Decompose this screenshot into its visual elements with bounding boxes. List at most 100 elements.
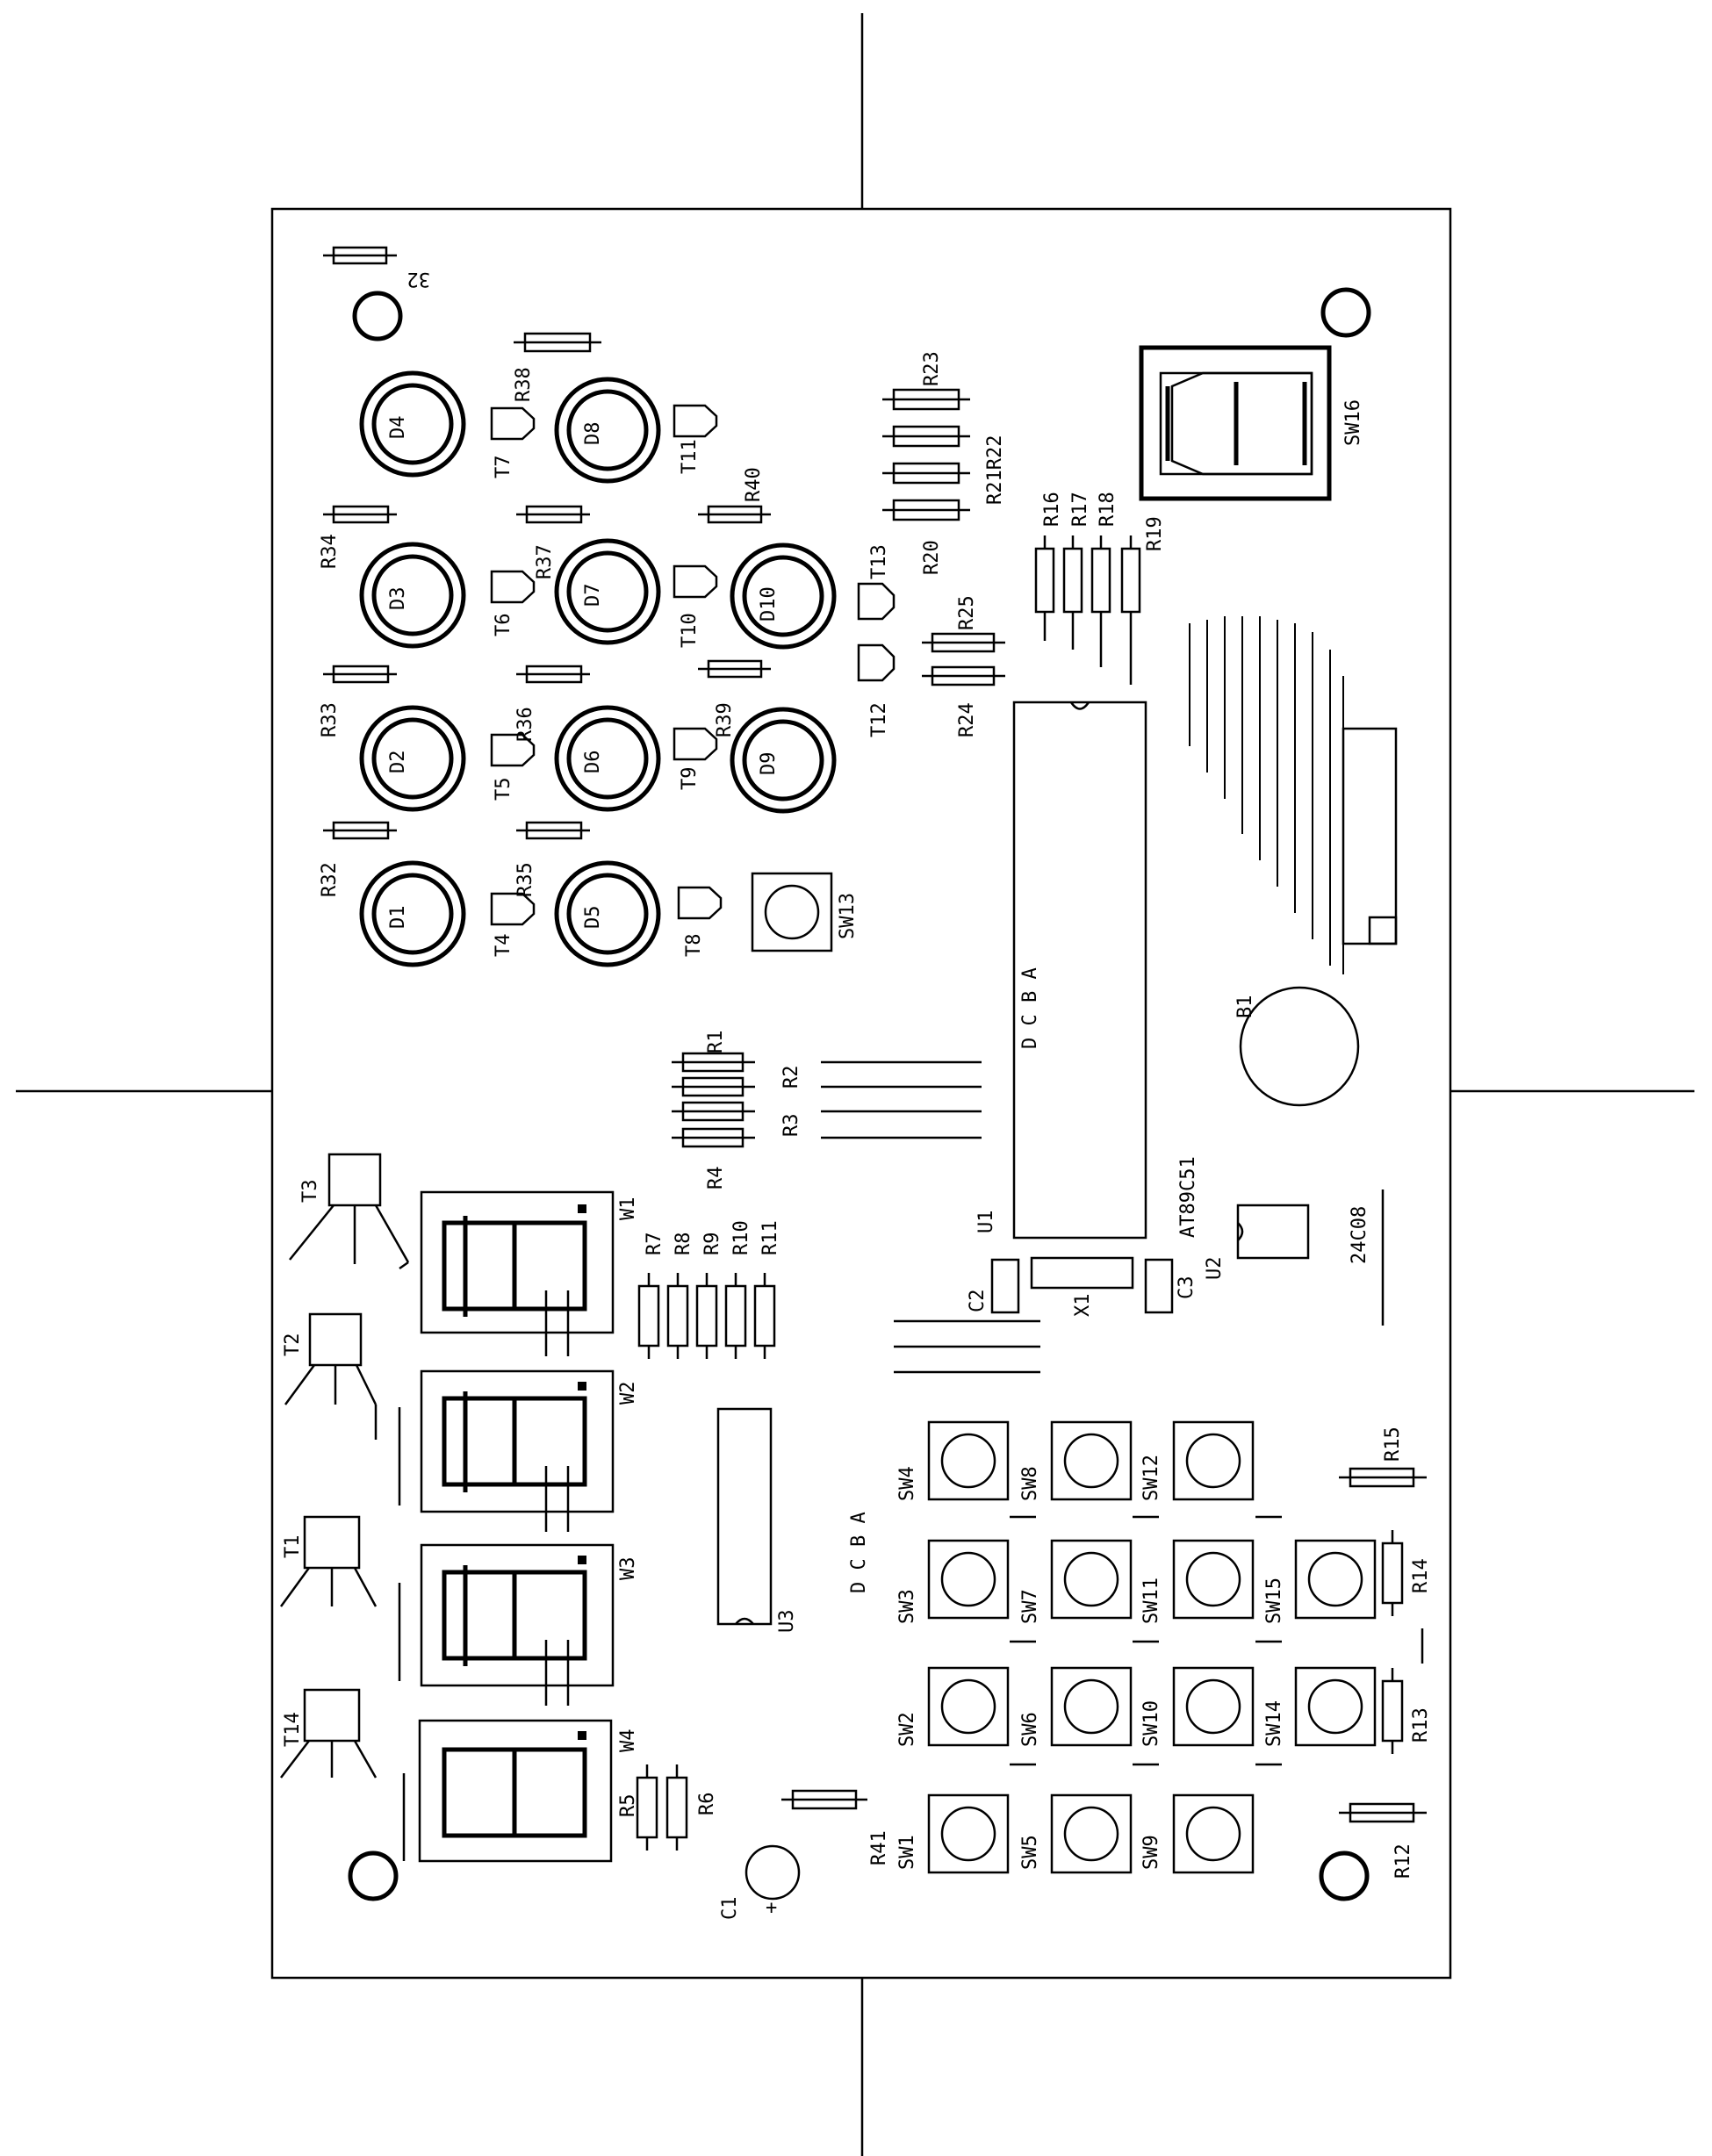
svg-text:SW1: SW1: [896, 1835, 918, 1870]
svg-text:R17: R17: [1069, 492, 1091, 527]
ic-u1: D C B A AT89C51 U1: [975, 701, 1199, 1240]
resistors-r24-r25: R25 R24 R24: [922, 595, 1005, 737]
small-transistors: T7 T11 T6 T10 T13 T12 T5 T9 T4 T8: [490, 404, 896, 958]
crystal-caps: C2 X1 C3: [967, 1256, 1198, 1317]
switch-sw15: SW15: [1263, 1539, 1377, 1624]
display-w1: W1: [420, 1190, 639, 1356]
resistor-r23-label: R23: [921, 351, 943, 386]
led-d3: D3: [359, 542, 466, 649]
transistor-t4: T4: [490, 892, 536, 958]
svg-text:W2: W2: [617, 1382, 639, 1405]
transistor-t12: T12: [857, 643, 896, 737]
svg-text:R35: R35: [514, 862, 536, 897]
svg-text:C3: C3: [1176, 1276, 1198, 1300]
led-d4: D4: [359, 370, 466, 478]
svg-text:D2: D2: [387, 751, 409, 774]
transistor-t7: T7: [490, 406, 536, 479]
transistor-t8: T8: [677, 886, 723, 957]
switch-sw14: SW14: [1263, 1666, 1377, 1747]
led-d2: D2: [359, 705, 466, 812]
display-w3: W3: [398, 1543, 639, 1706]
svg-text:+: +: [766, 1897, 777, 1919]
switch-sw3: SW3: [896, 1539, 1010, 1624]
resistor-r13: R13: [1381, 1668, 1432, 1754]
svg-text:R7: R7: [644, 1233, 665, 1256]
switch-sw11: SW11: [1140, 1539, 1255, 1624]
regulator: [1342, 727, 1398, 945]
svg-text:T13: T13: [868, 544, 890, 579]
svg-text:T4: T4: [493, 934, 514, 958]
led-d10: D10: [730, 543, 837, 650]
switch-sw13: SW13: [751, 872, 859, 952]
svg-text:R18: R18: [1097, 492, 1119, 527]
svg-text:C1: C1: [719, 1897, 741, 1921]
resistor-r12: R12: [1339, 1802, 1427, 1879]
switch-sw5: SW5: [1019, 1793, 1133, 1874]
svg-text:T1: T1: [282, 1535, 304, 1559]
svg-text:R16: R16: [1041, 492, 1063, 527]
svg-text:R14: R14: [1410, 1558, 1432, 1593]
svg-text:R12: R12: [1392, 1843, 1414, 1879]
svg-text:SW6: SW6: [1019, 1712, 1041, 1747]
resistor-r15: R15: [1339, 1427, 1427, 1488]
svg-text:D8: D8: [582, 422, 604, 446]
svg-text:R10: R10: [730, 1220, 752, 1255]
resistor-r41: R41 R41 R41 R41: [781, 1789, 867, 1810]
svg-text:D9: D9: [758, 752, 780, 776]
svg-text:R38: R38: [513, 367, 535, 402]
led-array: D4 D3 D2 D1 D8 D7 D6 D5 D10 D9: [359, 370, 837, 967]
resistor-r21r22-label: R21R22: [984, 435, 1006, 505]
svg-text:T14: T14: [282, 1712, 304, 1747]
display-w2: W2: [398, 1369, 639, 1532]
transistor-t1: T1: [279, 1515, 378, 1607]
svg-text:AT89C51: AT89C51: [1177, 1156, 1199, 1238]
transistor-t10: T10: [673, 564, 718, 648]
switch-sw10: SW10: [1140, 1666, 1255, 1747]
switch-sw9: SW9: [1140, 1793, 1255, 1874]
led-d9: D9: [730, 707, 837, 814]
svg-text:D6: D6: [582, 751, 604, 774]
svg-text:SW14: SW14: [1263, 1700, 1285, 1747]
switch-sw4: SW4: [896, 1420, 1010, 1501]
resistor-r20-label: R20: [921, 540, 943, 575]
svg-text:T2: T2: [282, 1333, 304, 1357]
resistors-r12-r15: R15 R14 R13 R12: [1339, 1427, 1432, 1879]
svg-text:B1: B1: [1234, 995, 1256, 1019]
resistors-r7-r11: R7 R8 R9 R10 R11: [637, 1220, 781, 1359]
resistor-r37: R37: [516, 505, 590, 579]
svg-text:D7: D7: [582, 584, 604, 607]
svg-text:D1: D1: [387, 906, 409, 930]
svg-text:R2: R2: [780, 1066, 802, 1089]
led-d6: D6: [554, 705, 661, 812]
svg-text:R4: R4: [705, 1167, 727, 1190]
svg-text:R8: R8: [673, 1233, 694, 1256]
transistor-t13: T13: [857, 544, 896, 621]
resistor-r14: R14: [1381, 1530, 1432, 1616]
svg-text:R13: R13: [1410, 1707, 1432, 1743]
svg-text:D10: D10: [758, 586, 780, 622]
svg-text:SW13: SW13: [837, 893, 859, 939]
transistor-t14: T14: [280, 1688, 378, 1779]
ic-u2: 24C08 U2: [1204, 1189, 1385, 1326]
svg-text:SW9: SW9: [1140, 1835, 1162, 1870]
keypad: SW4 SW8 SW12 SW3 SW7 SW11 SW15 SW2 SW6 S…: [896, 1420, 1377, 1874]
svg-text:W1: W1: [617, 1197, 639, 1221]
svg-text:SW2: SW2: [896, 1712, 918, 1747]
capacitor-c1: + C1: [719, 1844, 801, 1921]
svg-text:R33: R33: [319, 702, 341, 737]
svg-text:D5: D5: [582, 906, 604, 930]
transistor-t11: T11: [673, 404, 718, 474]
dcba-label: D C B A: [848, 1512, 870, 1593]
led-d1: D1: [359, 860, 466, 967]
resistor-r25-label: R25: [956, 595, 978, 630]
svg-text:T10: T10: [679, 613, 701, 648]
svg-text:T7: T7: [493, 456, 514, 479]
switch-sw8: SW8: [1019, 1420, 1133, 1501]
svg-text:U3: U3: [776, 1610, 798, 1634]
resistor-r39: R39: [698, 659, 771, 737]
svg-text:W4: W4: [617, 1729, 639, 1753]
led-d8: D8: [554, 377, 661, 484]
svg-text:SW4: SW4: [896, 1466, 918, 1501]
mounting-holes: [348, 287, 1371, 1901]
